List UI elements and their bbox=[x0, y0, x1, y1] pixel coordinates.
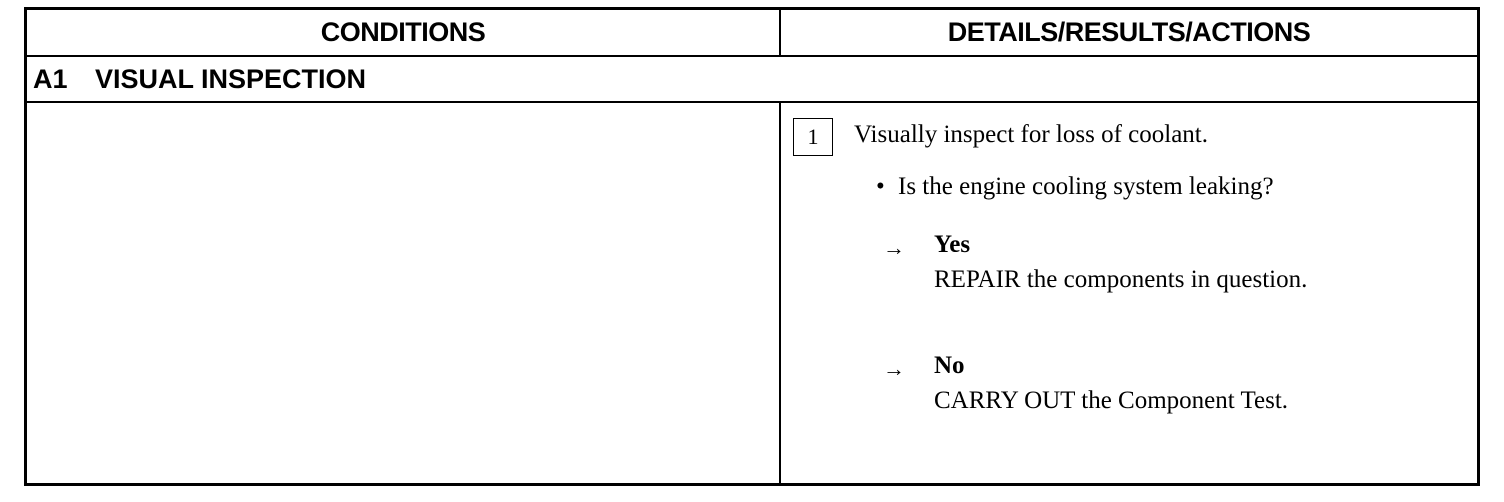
step-number-box: 1 bbox=[793, 118, 833, 156]
table-header-row: CONDITIONS DETAILS/RESULTS/ACTIONS bbox=[27, 10, 1477, 57]
arrow-right-icon: → bbox=[883, 235, 905, 260]
details-header: DETAILS/RESULTS/ACTIONS bbox=[947, 17, 1311, 47]
bullet-icon: • bbox=[876, 173, 885, 200]
test-step-row: 1 Visually inspect for loss of coolant. … bbox=[27, 103, 1477, 483]
section-heading-row: A1 VISUAL INSPECTION bbox=[27, 57, 1477, 103]
outcome-no-action: CARRY OUT the Component Test. bbox=[934, 387, 1289, 414]
outcome-yes-label: Yes bbox=[934, 231, 971, 258]
step-instruction: Visually inspect for loss of coolant. bbox=[854, 121, 1208, 148]
conditions-header: CONDITIONS bbox=[27, 10, 781, 55]
outcome-no-label: No bbox=[934, 352, 965, 379]
outcome-yes-action: REPAIR the components in question. bbox=[934, 266, 1308, 293]
arrow-right-icon: → bbox=[883, 356, 905, 381]
details-cell: 1 Visually inspect for loss of coolant. … bbox=[781, 103, 1477, 483]
diagnostic-table: CONDITIONS DETAILS/RESULTS/ACTIONS A1 VI… bbox=[24, 7, 1480, 486]
conditions-cell bbox=[27, 103, 781, 483]
section-title: VISUAL INSPECTION bbox=[95, 63, 367, 94]
step-question: • Is the engine cooling system leaking? bbox=[876, 173, 1274, 201]
section-code: A1 bbox=[33, 63, 68, 94]
question-text: Is the engine cooling system leaking? bbox=[898, 173, 1274, 200]
